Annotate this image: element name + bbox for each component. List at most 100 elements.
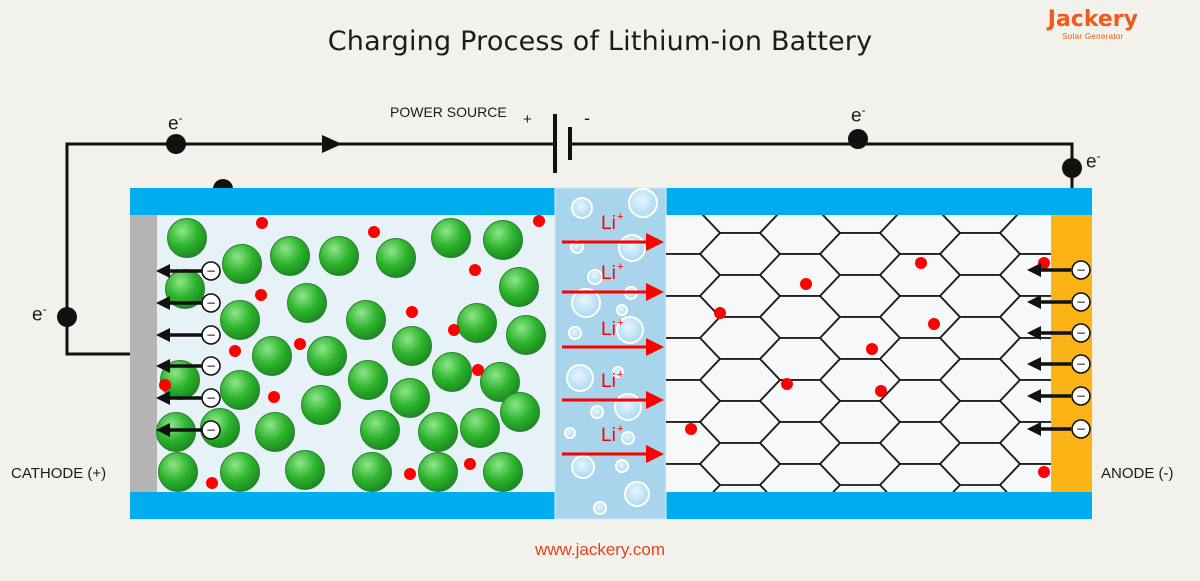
cathode-particle bbox=[460, 408, 500, 448]
electron-dot-icon bbox=[848, 129, 868, 149]
electrolyte-bubble bbox=[568, 326, 582, 340]
electron-icon bbox=[1071, 354, 1091, 374]
electron-sign: − bbox=[1076, 357, 1086, 371]
cathode-particle bbox=[222, 244, 262, 284]
electrolyte-bubble bbox=[571, 197, 593, 219]
arrow-left-icon bbox=[1027, 357, 1041, 371]
electrolyte-bubble bbox=[628, 188, 658, 218]
lithium-ion-dot bbox=[404, 468, 416, 480]
cathode-particle bbox=[158, 452, 198, 492]
electron-label: e- bbox=[32, 302, 47, 326]
electrolyte-bubble bbox=[616, 304, 628, 316]
li-ion-label: Li bbox=[601, 319, 616, 340]
cathode-particle bbox=[480, 362, 520, 402]
arrow-right-icon bbox=[646, 233, 664, 251]
arrow-left-icon bbox=[156, 296, 170, 310]
lithium-ion-dot bbox=[800, 278, 812, 290]
electrolyte-bubble bbox=[624, 481, 650, 507]
arrow-right-icon bbox=[646, 391, 664, 409]
li-ion-charge: + bbox=[617, 423, 623, 435]
cathode-particle bbox=[301, 385, 341, 425]
cathode-particle bbox=[352, 452, 392, 492]
lithium-ion-dot bbox=[294, 338, 306, 350]
electrolyte-bubble bbox=[618, 234, 646, 262]
lithium-ion-dot bbox=[866, 343, 878, 355]
electron-sign: − bbox=[1076, 389, 1086, 403]
li-ion-charge: + bbox=[617, 369, 623, 381]
electrolyte-bubble bbox=[571, 455, 595, 479]
cathode-particle bbox=[346, 300, 386, 340]
cathode-particle bbox=[483, 452, 523, 492]
anode-electrons: −−−−−− bbox=[1027, 260, 1091, 439]
lithium-ions bbox=[159, 215, 1050, 489]
electrolyte-bubble bbox=[564, 427, 576, 439]
electron-icon bbox=[1071, 323, 1091, 343]
electrolyte-bubble bbox=[616, 316, 644, 344]
power-source-label: POWER SOURCE bbox=[390, 104, 507, 120]
cathode-particle bbox=[220, 370, 260, 410]
electron-sign: − bbox=[206, 359, 216, 373]
cathode-particle bbox=[483, 220, 523, 260]
website-url: www.jackery.com bbox=[534, 540, 666, 559]
cathode-particle bbox=[285, 450, 325, 490]
arrow-right-icon bbox=[646, 338, 664, 356]
electron-icon bbox=[1071, 292, 1091, 312]
cathode-particle bbox=[376, 238, 416, 278]
lithium-ion-dot bbox=[368, 226, 380, 238]
arrow-left-icon bbox=[156, 264, 170, 278]
graphite-hexagon bbox=[1120, 422, 1200, 464]
electron-label: e- bbox=[1086, 149, 1101, 173]
cathode-particle bbox=[255, 412, 295, 452]
lithium-ion-dot bbox=[875, 385, 887, 397]
electron-sign: − bbox=[1076, 263, 1086, 277]
lithium-ion-dot bbox=[464, 458, 476, 470]
cathode-particle bbox=[156, 412, 196, 452]
lithium-ion-dot bbox=[206, 477, 218, 489]
cathode-particle bbox=[252, 336, 292, 376]
cathode-particle bbox=[319, 236, 359, 276]
brand-subtitle: Solar Generator bbox=[1062, 32, 1124, 41]
arrow-right-icon bbox=[322, 135, 342, 153]
graphite-hexagon bbox=[1120, 296, 1200, 338]
lithium-ion-dot bbox=[268, 391, 280, 403]
lithium-ion-dot bbox=[229, 345, 241, 357]
li-ion-charge: + bbox=[617, 211, 623, 223]
power-minus-label: - bbox=[584, 108, 590, 128]
brand-logo: Jackery Solar Generator bbox=[1048, 8, 1138, 42]
electron-icon bbox=[201, 261, 221, 281]
lithium-ion-dot bbox=[255, 289, 267, 301]
arrow-left-icon bbox=[1027, 326, 1041, 340]
graphite-hexagon bbox=[758, 463, 842, 492]
battery-symbol-icon bbox=[553, 114, 572, 173]
electron-icon bbox=[201, 325, 221, 345]
lithium-ion-dot bbox=[448, 324, 460, 336]
arrow-left-icon bbox=[1027, 422, 1041, 436]
electron-sign: − bbox=[206, 264, 216, 278]
anode-label: ANODE (-) bbox=[1101, 465, 1174, 482]
electrolyte-bubble bbox=[621, 431, 635, 445]
electrolyte-bubble bbox=[587, 269, 603, 285]
electron-label: e- bbox=[168, 111, 183, 135]
electron-dot-icon bbox=[166, 134, 186, 154]
arrow-left-icon bbox=[156, 423, 170, 437]
cathode-particle bbox=[418, 412, 458, 452]
cathode-particle bbox=[360, 410, 400, 450]
wire-right bbox=[571, 142, 1074, 200]
cathode-particle bbox=[287, 283, 327, 323]
graphite-hexagon bbox=[878, 463, 962, 492]
electron-icon bbox=[201, 356, 221, 376]
electron-sign: − bbox=[206, 423, 216, 437]
cathode-particle bbox=[431, 218, 471, 258]
lithium-ion-arrows: Li+Li+Li+Li+Li+ bbox=[562, 211, 664, 463]
cathode-particle bbox=[506, 315, 546, 355]
cathode-particle bbox=[500, 392, 540, 432]
wire-left bbox=[65, 142, 553, 356]
li-ion-label: Li bbox=[601, 425, 616, 446]
graphite-hexagon bbox=[1120, 338, 1200, 380]
li-ion-label: Li bbox=[601, 263, 616, 284]
lithium-ion-dot bbox=[1038, 466, 1050, 478]
electrolyte-bubble bbox=[614, 393, 642, 421]
electron-icon bbox=[201, 420, 221, 440]
li-ion-charge: + bbox=[617, 317, 623, 329]
